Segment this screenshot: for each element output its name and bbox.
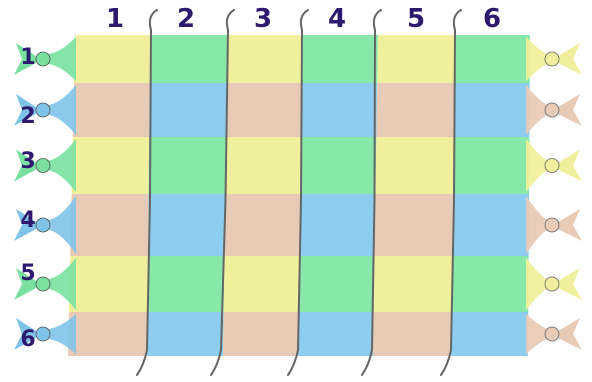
cell-r3-c1: [72, 137, 150, 194]
right-tassel-knot-6: [545, 327, 559, 341]
row-label-4: 4: [16, 210, 40, 232]
cell-r2-c5: [376, 83, 454, 137]
row-label-5: 5: [16, 263, 40, 285]
cell-r5-c1: [69, 256, 148, 312]
cell-r3-c3: [226, 137, 301, 194]
cell-r6-c3: [223, 312, 299, 356]
right-tassel-knot-4: [545, 218, 559, 232]
column-label-4: 4: [322, 6, 352, 32]
cell-r5-c6: [452, 256, 529, 312]
column-label-6: 6: [477, 6, 507, 32]
cell-r6-c2: [147, 312, 224, 356]
cell-r6-c1: [68, 312, 147, 356]
cell-r1-c2: [150, 35, 228, 83]
cell-r3-c4: [300, 137, 376, 194]
column-label-1: 1: [100, 6, 130, 32]
cell-r4-c5: [375, 194, 453, 256]
right-tassel-fringe-6: [558, 318, 582, 350]
cell-r6-c4: [298, 312, 374, 356]
cell-r6-c6: [451, 312, 528, 356]
column-label-5: 5: [401, 6, 431, 32]
cell-r5-c4: [299, 256, 375, 312]
right-tassel-fringe-4: [558, 209, 582, 241]
cell-r2-c3: [226, 83, 301, 137]
column-label-3: 3: [248, 6, 278, 32]
cell-r1-c3: [227, 35, 302, 83]
row-label-2: 2: [16, 106, 40, 128]
cell-r4-c6: [452, 194, 529, 256]
cell-r6-c5: [373, 312, 452, 356]
right-tassel-knot-2: [545, 103, 559, 117]
cell-r2-c6: [454, 83, 530, 137]
right-tassel-knot-5: [545, 277, 559, 291]
column-label-2: 2: [171, 6, 201, 32]
cell-r4-c2: [148, 194, 226, 256]
cell-r2-c4: [301, 83, 378, 137]
left-tassel-flare-6: [48, 314, 76, 354]
cell-r5-c3: [224, 256, 300, 312]
cell-r1-c6: [454, 35, 530, 83]
right-tassel-knot-3: [545, 159, 559, 173]
cell-r1-c5: [377, 35, 455, 83]
cell-r4-c1: [70, 194, 148, 256]
row-label-6: 6: [16, 329, 40, 351]
right-tassels: [526, 37, 582, 354]
right-tassel-knot-1: [545, 52, 559, 66]
cell-r5-c2: [147, 256, 224, 312]
row-label-3: 3: [16, 151, 40, 173]
cell-r1-c1: [74, 35, 150, 83]
right-tassel-fringe-5: [558, 268, 582, 300]
right-tassel-fringe-3: [558, 150, 582, 182]
left-tassel-flare-2: [48, 85, 76, 135]
left-tassel-flare-4: [48, 196, 76, 254]
cell-r4-c3: [225, 194, 300, 256]
left-tassel-flare-1: [48, 37, 76, 81]
cell-r3-c2: [149, 137, 227, 194]
left-tassels: [14, 37, 76, 354]
cell-r3-c6: [453, 137, 529, 194]
row-label-1: 1: [16, 47, 40, 69]
cell-r1-c4: [301, 35, 378, 83]
left-tassel-flare-5: [48, 258, 76, 310]
cell-r3-c5: [376, 137, 454, 194]
right-tassel-fringe-1: [558, 43, 582, 75]
cell-r4-c4: [299, 194, 375, 256]
cell-r2-c1: [73, 83, 150, 137]
right-tassel-fringe-2: [558, 94, 582, 126]
cell-r5-c5: [374, 256, 453, 312]
cell-r2-c2: [149, 83, 227, 137]
left-tassel-flare-3: [48, 139, 76, 192]
